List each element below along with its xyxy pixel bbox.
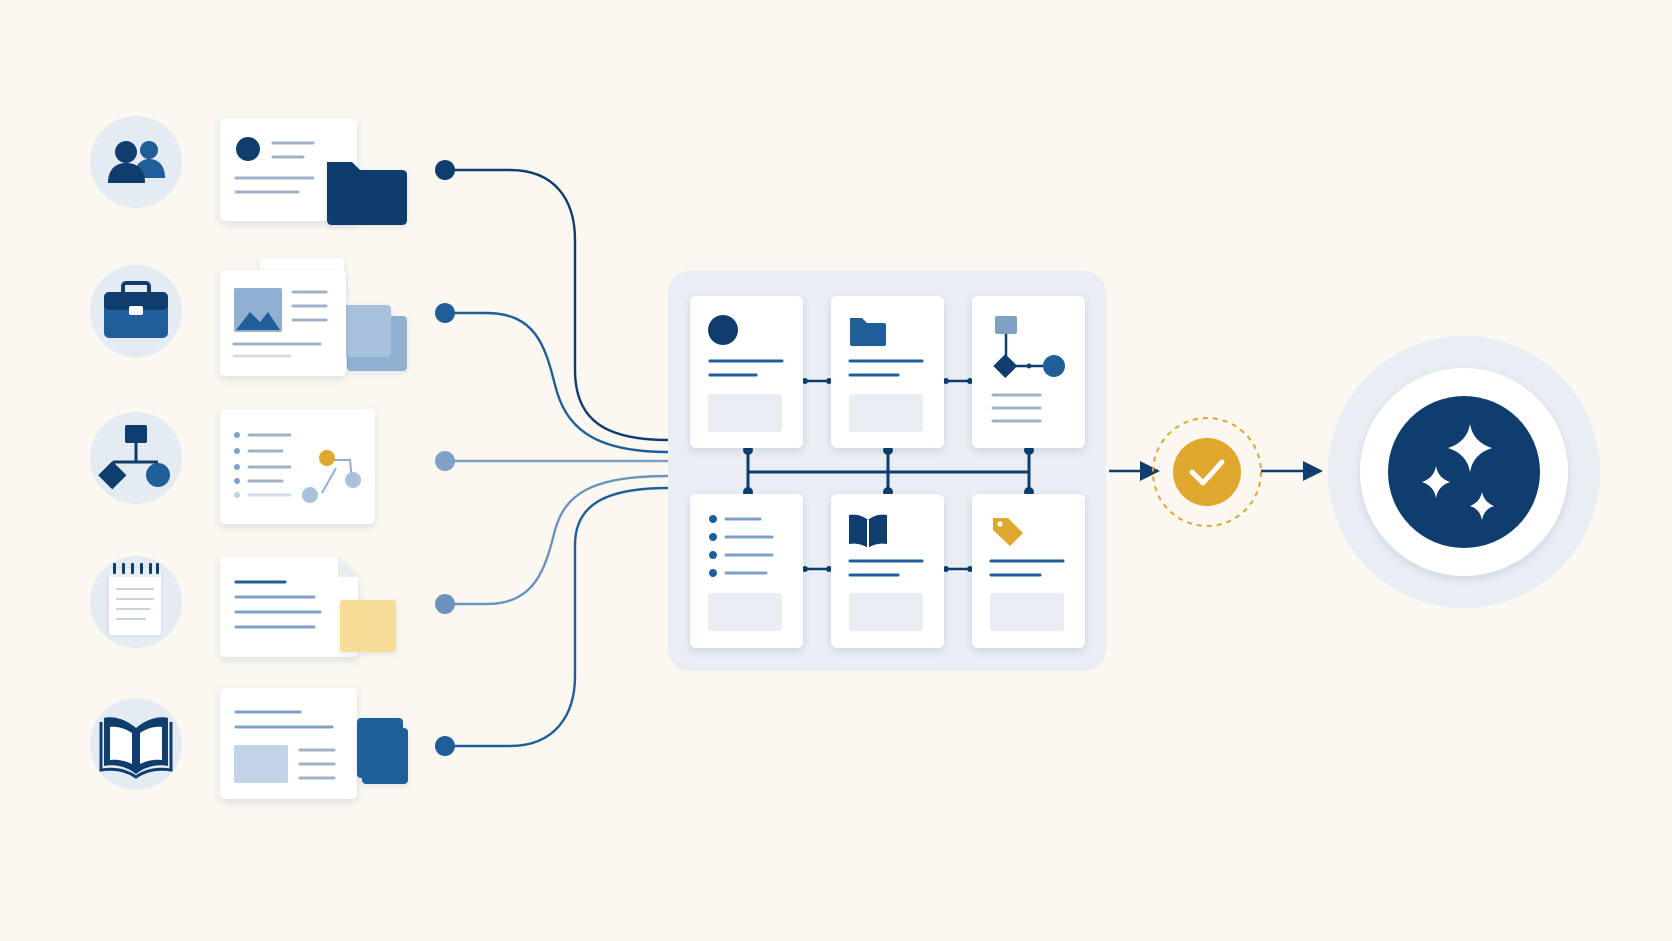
hub-card-2 bbox=[831, 296, 944, 448]
source-row-2 bbox=[90, 265, 182, 357]
integration-hub bbox=[668, 271, 1106, 671]
book-icon bbox=[849, 514, 887, 548]
checklist-flow-document bbox=[220, 409, 375, 524]
hub-card-4 bbox=[690, 494, 803, 648]
flowchart-icon bbox=[993, 316, 1065, 379]
image-document-stack bbox=[220, 258, 407, 376]
blue-folder bbox=[357, 718, 408, 784]
light-blue-folder bbox=[333, 305, 407, 371]
source-row-3 bbox=[90, 412, 182, 504]
notepad-icon bbox=[107, 563, 163, 637]
briefcase-icon bbox=[104, 281, 168, 338]
folder-icon bbox=[850, 318, 886, 346]
endpoint-dot bbox=[435, 303, 455, 323]
source-connectors bbox=[446, 168, 669, 748]
source-row-4 bbox=[90, 556, 182, 648]
endpoint-dot bbox=[435, 160, 455, 180]
icon-badge bbox=[90, 116, 182, 208]
checkmark-icon bbox=[1189, 459, 1225, 486]
avatar-dot-icon bbox=[708, 315, 738, 345]
org-flow-icon bbox=[98, 425, 170, 490]
profile-document bbox=[220, 118, 407, 225]
users-icon bbox=[108, 141, 165, 183]
navy-folder bbox=[327, 162, 407, 225]
price-tag-icon bbox=[993, 518, 1023, 546]
yellow-sticky-note bbox=[340, 600, 396, 652]
connector-1 bbox=[446, 168, 669, 442]
list-bullets-icon bbox=[709, 515, 774, 577]
hub-card-1 bbox=[690, 296, 803, 448]
source-row-1 bbox=[90, 116, 182, 208]
hub-card-5 bbox=[831, 494, 944, 648]
connector-2 bbox=[446, 311, 669, 454]
endpoint-dot bbox=[435, 736, 455, 756]
hub-card-3 bbox=[972, 296, 1085, 448]
article-document bbox=[220, 688, 408, 799]
sparkles-icon bbox=[1422, 424, 1494, 520]
connector-4 bbox=[446, 474, 669, 606]
source-row-5 bbox=[90, 698, 182, 790]
ai-output-node bbox=[1328, 336, 1600, 608]
hub-bus bbox=[746, 450, 1031, 492]
text-document bbox=[220, 557, 396, 657]
hub-card-6 bbox=[972, 494, 1085, 648]
connector-5 bbox=[446, 486, 669, 748]
endpoint-dot bbox=[435, 594, 455, 614]
open-book-icon bbox=[99, 717, 173, 779]
endpoint-dot bbox=[435, 451, 455, 471]
connector-endpoints bbox=[435, 160, 455, 756]
